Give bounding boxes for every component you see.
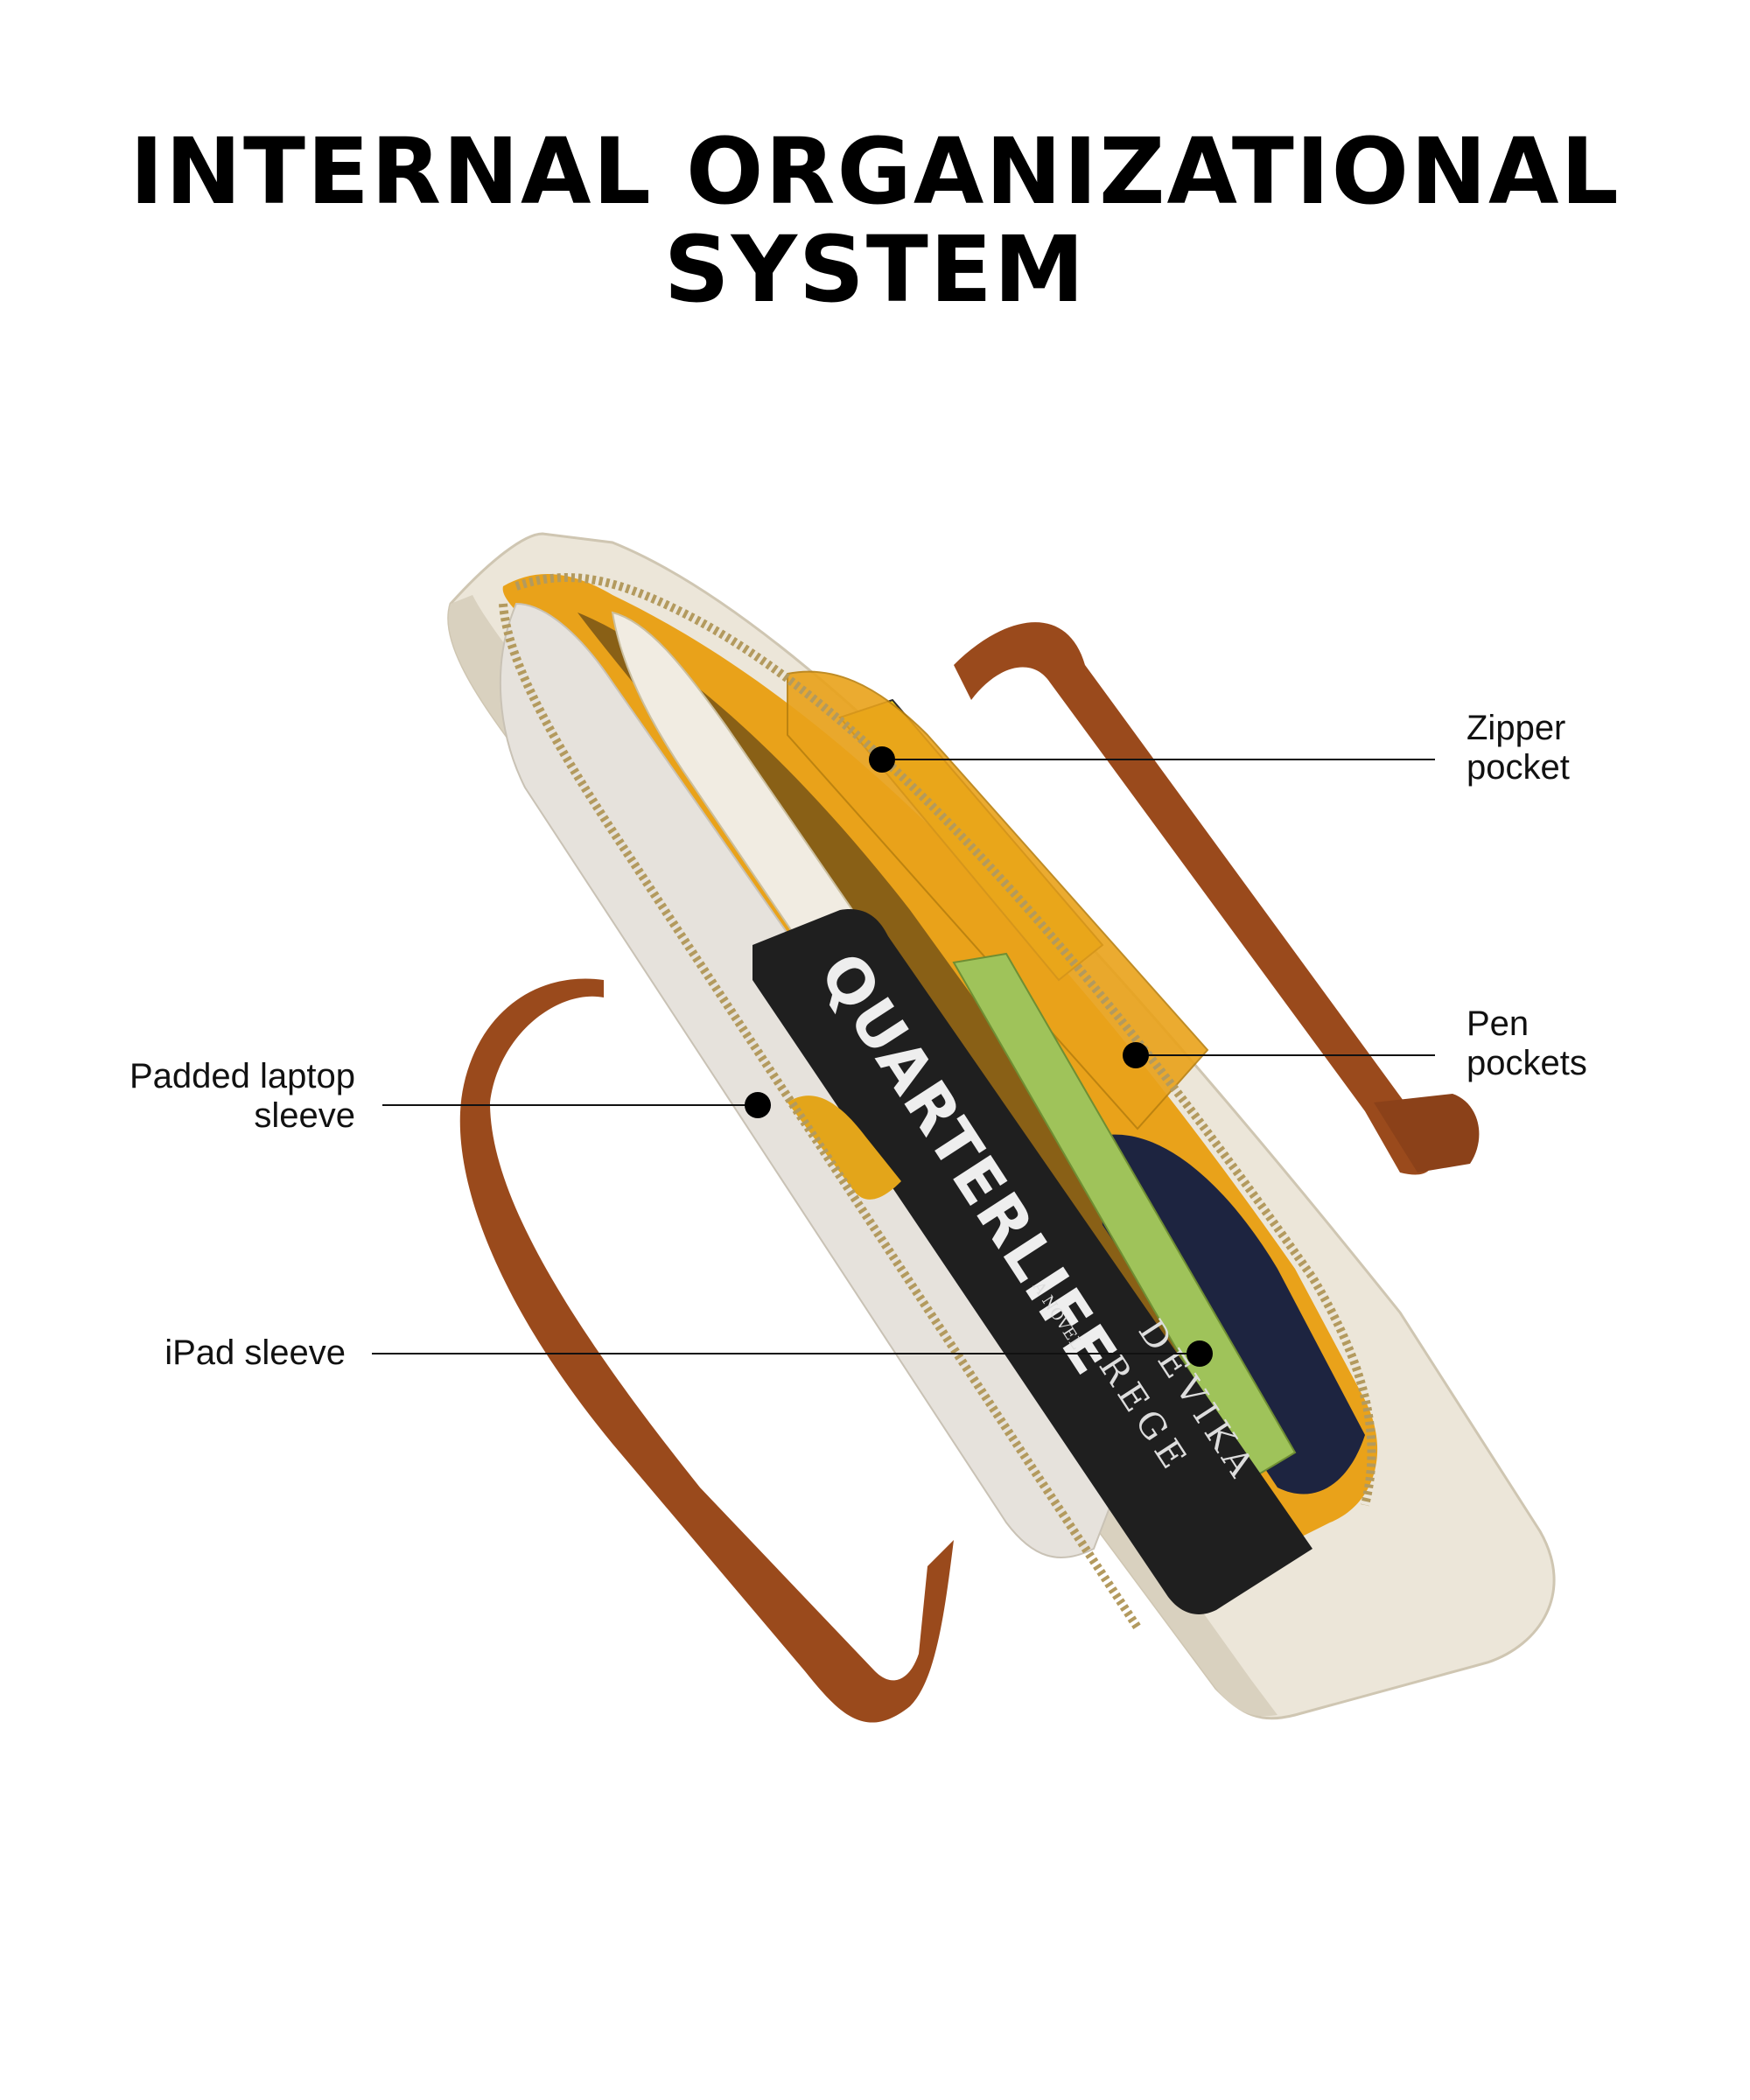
callout-text: Zipper: [1466, 709, 1566, 747]
zipper-lower: [499, 603, 1142, 1630]
laptop-sleeve: [499, 602, 1139, 1558]
callout-padded-laptop-sleeve: Padded laptop sleeve: [130, 1057, 355, 1136]
book: [752, 909, 1312, 1614]
pen-pockets-dot: [1123, 1042, 1149, 1068]
callout-text: iPad sleeve: [164, 1334, 346, 1372]
callout-pen-pockets: Pen pockets: [1466, 1004, 1587, 1083]
far-strap: [954, 622, 1433, 1175]
zipper-pocket: [787, 670, 1209, 1130]
far-strap-tab: [1374, 1094, 1480, 1172]
zipper: [514, 573, 1376, 1507]
page-title: INTERNAL ORGANIZATIONAL SYSTEM: [0, 122, 1750, 318]
callout-text: Padded laptop: [129, 1057, 355, 1096]
callout-text: sleeve: [254, 1096, 355, 1135]
callout-text: Pen: [1466, 1004, 1530, 1043]
ipad-sleeve-dot: [1186, 1340, 1213, 1367]
callout-text: pockets: [1466, 1044, 1587, 1082]
elastic-band: [788, 1096, 901, 1200]
laptop-sleeve-dot: [745, 1092, 771, 1118]
near-strap: [459, 978, 954, 1723]
callout-ipad-sleeve: iPad sleeve: [164, 1334, 346, 1373]
title-line-1: INTERNAL ORGANIZATIONAL: [130, 118, 1620, 225]
callout-text: pocket: [1466, 748, 1570, 787]
callout-zipper-pocket: Zipper pocket: [1466, 709, 1570, 788]
title-line-2: SYSTEM: [663, 216, 1087, 323]
zipper-pocket-dot: [869, 746, 895, 773]
